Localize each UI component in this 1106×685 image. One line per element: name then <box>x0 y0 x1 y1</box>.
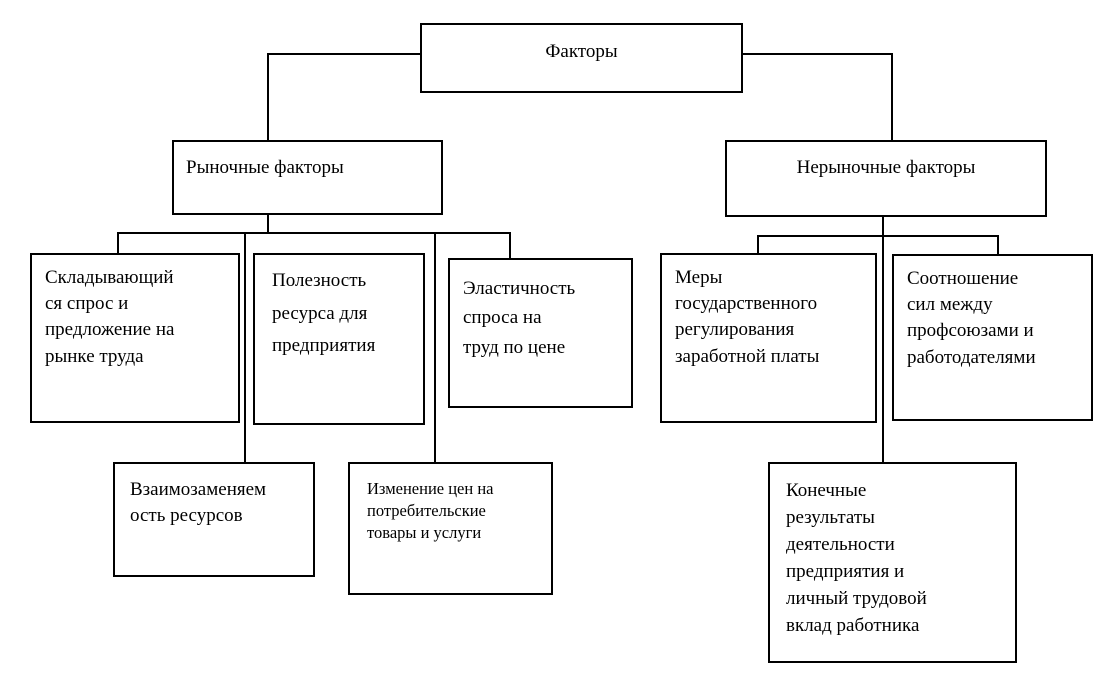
connector-to-substitutability <box>244 232 246 463</box>
node-market-factors: Рыночные факторы <box>172 140 443 215</box>
connector-to-unions-employers <box>997 235 999 255</box>
connector-nonmarket-stem <box>882 216 884 237</box>
connector-market-bus <box>117 232 511 234</box>
node-factors: Факторы <box>420 23 743 93</box>
connector-root-to-nonmarket-h <box>741 53 893 55</box>
connector-to-elasticity <box>509 232 511 260</box>
connector-root-to-market-h <box>268 53 422 55</box>
node-consumer-price-changes: Изменение цен на потребительские товары … <box>348 462 553 595</box>
connector-nonmarket-bus <box>757 235 999 237</box>
node-supply-demand-labor-market: Складывающий ся спрос и предложение на р… <box>30 253 240 423</box>
connector-to-state-regulation <box>757 235 759 254</box>
node-resource-usefulness: Полезность ресурса для предприятия <box>253 253 425 425</box>
connector-root-to-market-v <box>267 53 269 141</box>
node-labor-demand-elasticity: Эластичность спроса на труд по цене <box>448 258 633 408</box>
connector-to-final-results <box>882 235 884 463</box>
connector-market-stem <box>267 214 269 234</box>
node-state-wage-regulation: Меры государственного регулирования зара… <box>660 253 877 423</box>
node-resource-substitutability: Взаимозаменяем ость ресурсов <box>113 462 315 577</box>
connector-to-supply-demand <box>117 232 119 255</box>
connector-root-to-nonmarket-v <box>891 53 893 141</box>
node-nonmarket-factors: Нерыночные факторы <box>725 140 1047 217</box>
node-unions-employers-balance: Соотношение сил между профсоюзами и рабо… <box>892 254 1093 421</box>
connector-to-consumer-prices <box>434 232 436 463</box>
node-enterprise-final-results: Конечные результаты деятельности предпри… <box>768 462 1017 663</box>
